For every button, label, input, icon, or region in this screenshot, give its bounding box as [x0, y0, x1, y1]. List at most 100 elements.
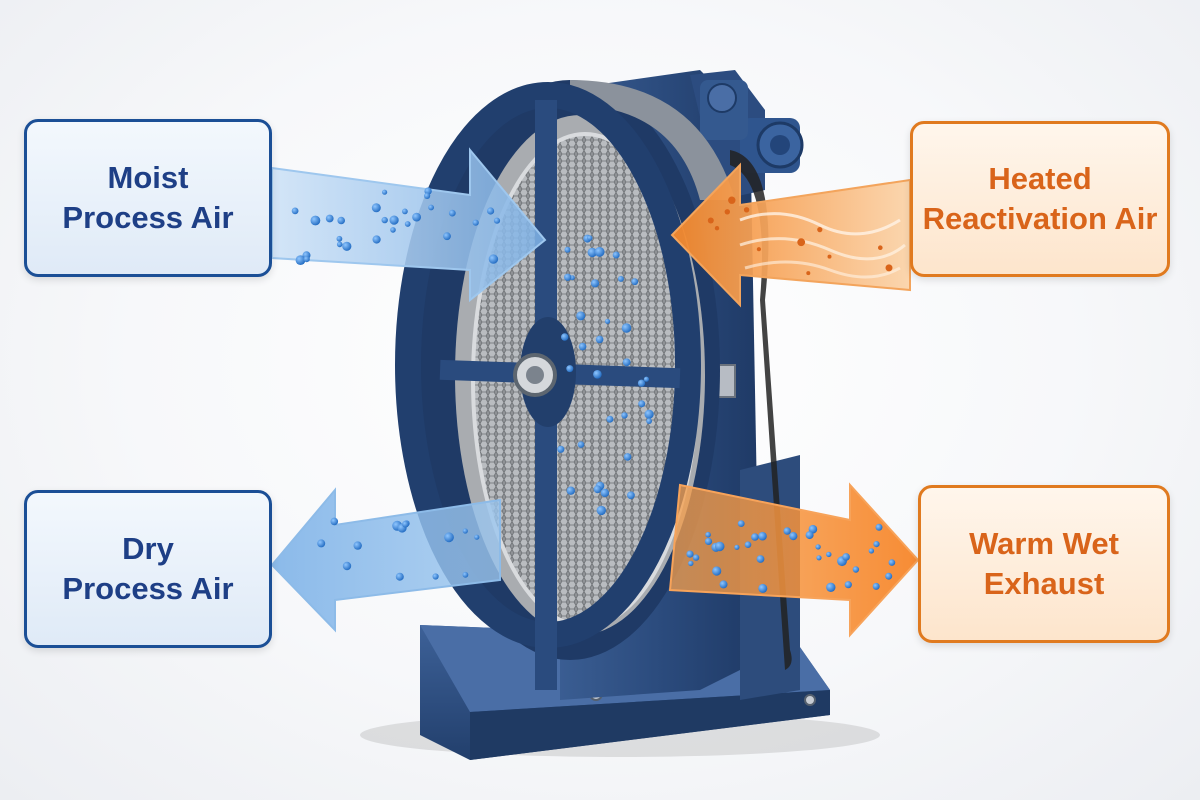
moisture-droplet	[325, 214, 334, 223]
moisture-droplet	[330, 517, 339, 526]
moisture-droplet	[844, 581, 852, 589]
moisture-droplet	[872, 582, 880, 590]
moist-process-air-text: Moist Process Air	[62, 160, 234, 235]
warm-wet-exhaust-arrow	[668, 482, 920, 638]
heat-particle	[878, 245, 883, 250]
moisture-droplet	[704, 537, 713, 546]
moisture-droplet	[604, 318, 611, 324]
moisture-droplet	[688, 560, 694, 567]
moisture-droplet	[606, 415, 614, 423]
moisture-droplet	[488, 254, 499, 264]
motor	[700, 80, 804, 173]
moisture-droplet	[686, 550, 694, 558]
moisture-droplet	[353, 541, 362, 550]
moisture-droplet	[402, 520, 409, 528]
moisture-droplet	[638, 400, 646, 408]
moisture-droplet	[758, 583, 768, 593]
warm-wet-exhaust-label: Warm Wet Exhaust	[918, 485, 1170, 643]
heat-particle	[827, 254, 832, 259]
heat-particle	[714, 226, 720, 231]
moisture-droplet	[342, 561, 352, 571]
moisture-droplet	[751, 533, 759, 541]
moisture-droplet	[382, 189, 388, 195]
moisture-droplets	[291, 187, 896, 593]
moisture-droplet	[371, 203, 381, 213]
moisture-droplet	[566, 486, 575, 495]
dry-process-air-arrow	[270, 487, 501, 633]
moisture-droplet	[310, 215, 321, 226]
heat-particle	[743, 207, 750, 213]
moisture-droplet	[381, 216, 388, 224]
moisture-droplet	[783, 527, 791, 535]
moisture-droplet	[643, 376, 650, 382]
moisture-droplet	[712, 566, 722, 576]
heat-particle	[707, 217, 714, 224]
moisture-droplet	[561, 333, 569, 341]
moisture-droplet	[744, 541, 752, 548]
moisture-droplet	[622, 358, 631, 367]
moisture-droplet	[462, 528, 468, 534]
moisture-droplet	[714, 541, 725, 552]
moisture-droplet	[336, 241, 343, 248]
moisture-droplet	[576, 311, 586, 321]
moisture-droplet	[875, 523, 883, 531]
moisture-droplet	[317, 539, 326, 548]
moisture-droplet	[617, 275, 624, 282]
moisture-droplet	[600, 488, 610, 498]
moisture-droplet	[646, 418, 652, 424]
moisture-droplet	[595, 335, 604, 344]
moisture-droplet	[448, 209, 456, 217]
moisture-droplet	[789, 532, 798, 541]
moisture-droplet	[432, 573, 439, 580]
moisture-droplet	[734, 544, 740, 550]
moisture-droplet	[842, 553, 850, 561]
moisture-droplet	[474, 534, 480, 540]
moisture-droplet	[885, 572, 893, 580]
moisture-droplet	[443, 232, 451, 241]
moisture-droplet	[444, 532, 454, 543]
moisture-droplet	[594, 247, 605, 257]
moisture-droplet	[612, 251, 620, 259]
moisture-droplet	[295, 255, 306, 265]
moisture-droplet	[644, 409, 654, 419]
moisture-droplet	[596, 505, 606, 516]
moisture-droplet	[705, 531, 711, 538]
moisture-droplet	[462, 571, 469, 578]
moisture-droplet	[303, 256, 310, 263]
moisture-droplet	[577, 441, 585, 448]
dry-process-air-text: Dry Process Air	[62, 531, 234, 606]
moisture-droplet	[868, 548, 875, 554]
moisture-droplet	[590, 279, 600, 288]
moisture-droplet	[404, 221, 411, 227]
moisture-droplet	[737, 520, 745, 527]
heated-reactivation-air-text: Heated Reactivation Air	[922, 161, 1158, 236]
moisture-droplet	[758, 531, 767, 541]
moisture-droplet	[412, 212, 421, 222]
moisture-droplet	[852, 566, 860, 573]
moisture-droplet	[805, 531, 814, 540]
moisture-droplet	[593, 485, 602, 494]
heat-particle	[756, 247, 762, 252]
moisture-droplet	[487, 207, 495, 215]
moisture-droplet	[587, 235, 593, 241]
moisture-droplet	[395, 572, 404, 581]
moisture-droplet	[888, 559, 896, 566]
moist-process-air-label: Moist Process Air	[24, 119, 272, 277]
heat-particle	[724, 209, 730, 215]
moisture-droplet	[621, 412, 628, 419]
moisture-droplet	[623, 453, 632, 461]
moisture-droplet	[826, 551, 832, 558]
moisture-droplet	[390, 227, 396, 233]
heat-particle	[797, 238, 806, 247]
heated-reactivation-air-label: Heated Reactivation Air	[910, 121, 1170, 277]
heat-particle	[806, 271, 811, 276]
moisture-droplet	[342, 241, 352, 251]
heat-particle	[817, 227, 823, 233]
moisture-droplet	[564, 246, 571, 253]
moisture-droplet	[692, 554, 700, 561]
moisture-droplet	[637, 379, 646, 387]
moisture-droplet	[428, 204, 434, 211]
moisture-droplet	[756, 555, 765, 563]
